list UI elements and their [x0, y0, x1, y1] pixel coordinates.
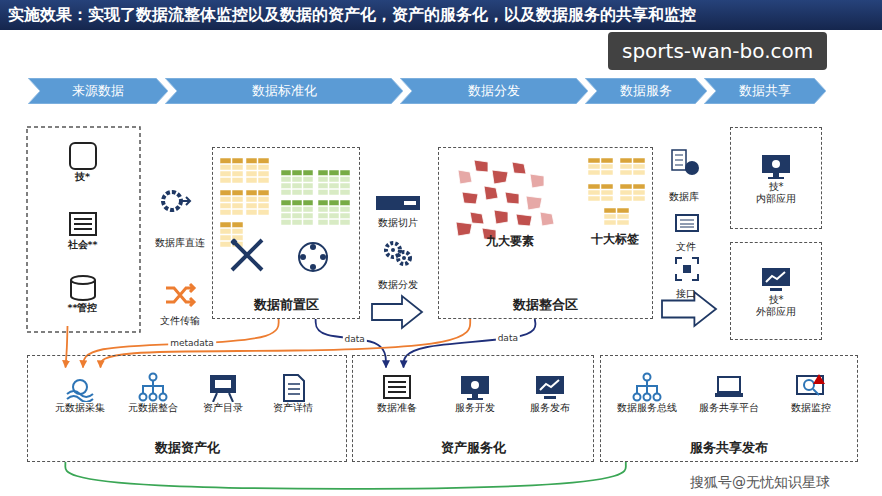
- stage-chevron: 数据共享: [704, 78, 826, 104]
- zone-heading: 资产服务化: [441, 440, 506, 456]
- zone-heading: 服务共享发布: [690, 440, 768, 456]
- stage-chevron: 来源数据: [28, 78, 168, 104]
- source-icon: **管控: [45, 268, 120, 326]
- flow-connector: [404, 319, 536, 368]
- icon: [760, 264, 792, 294]
- node-text: 技*: [769, 181, 784, 194]
- icon-label: 接口: [676, 287, 696, 301]
- app-box: 技*内部应用: [730, 127, 822, 229]
- node-text: 数据共享: [739, 83, 791, 99]
- watermark: sports-wan-bo.com: [608, 32, 827, 70]
- icon: [64, 372, 96, 402]
- node-text: 内部应用: [756, 193, 796, 206]
- zone-label: 十大标签: [580, 232, 650, 252]
- icon-label: 数据分发: [378, 278, 418, 292]
- node-text: 服务发布: [530, 402, 570, 415]
- icon: [277, 372, 309, 402]
- icon: [381, 372, 413, 402]
- icon: [459, 372, 491, 402]
- node-text: 资产详情: [273, 402, 313, 415]
- icon: [534, 372, 566, 402]
- icon-label: 文件: [676, 240, 696, 254]
- icon-label: 文件传输: [160, 314, 200, 328]
- icon-label: 数据库直连: [155, 236, 205, 250]
- node-text: 十大标签: [591, 232, 639, 247]
- node-text: 数据标准化: [252, 83, 317, 99]
- node-text: 服务开发: [455, 402, 495, 415]
- edge-label: data: [343, 334, 367, 344]
- icon: [760, 151, 792, 181]
- node-text: 数据服务: [620, 83, 672, 99]
- node-text: 九大要素: [486, 234, 534, 249]
- flow-connector: [316, 319, 386, 368]
- icon: [67, 209, 99, 239]
- function-icon: 元数据采集: [45, 368, 115, 428]
- source-icon: 技*: [45, 137, 120, 199]
- icon-label: 数据切片: [378, 216, 418, 230]
- function-icon: 数据准备: [362, 368, 432, 428]
- node-text: 服务共享平台: [699, 402, 759, 415]
- function-icon: 服务开发: [440, 368, 510, 428]
- function-icon: 服务发布: [515, 368, 585, 428]
- flow-connector: [65, 462, 626, 489]
- watermark: 搜狐号@无忧知识星球: [690, 474, 830, 492]
- source-icon: 社会**: [45, 205, 120, 265]
- icon: [67, 141, 99, 171]
- edge-label: metadata: [168, 338, 216, 348]
- title-bar: 实施效果：实现了数据流整体监控以及数据的资产化，资产的服务化，以及数据服务的共享…: [0, 0, 882, 30]
- node-text: 元数据采集: [55, 402, 105, 415]
- flow-connector: [83, 319, 279, 368]
- stage-chevron: 数据服务: [585, 78, 707, 104]
- zone-box: 数据资产化 元数据采集 元数据整合 资产目录 资产详情: [27, 355, 347, 462]
- icon-label: 数据库: [669, 190, 699, 204]
- icon: [67, 272, 99, 302]
- flow-connector: [66, 326, 68, 368]
- icon: [713, 372, 745, 402]
- zone-heading: 数据资产化: [155, 440, 220, 456]
- zone-box: 数据整合区 九大要素 十大标签: [438, 147, 653, 319]
- node-text: 资产目录: [203, 402, 243, 415]
- stage-chevron: 数据标准化: [165, 78, 403, 104]
- icon: [137, 372, 169, 402]
- node-text: 数据分发: [468, 83, 520, 99]
- function-icon: 元数据整合: [118, 368, 188, 428]
- icon: [795, 372, 827, 402]
- icon: [631, 372, 663, 402]
- zone-heading: 数据整合区: [513, 297, 578, 313]
- node-text: 技*: [75, 171, 90, 183]
- node-text: 来源数据: [72, 83, 124, 99]
- flow-connector: [101, 319, 471, 368]
- function-icon: 资产目录: [192, 368, 254, 428]
- node-text: 数据监控: [791, 402, 831, 415]
- zone-label: 九大要素: [470, 234, 550, 254]
- node-text: 元数据整合: [128, 402, 178, 415]
- title: 实施效果：实现了数据流整体监控以及数据的资产化，资产的服务化，以及数据服务的共享…: [8, 5, 696, 26]
- node-text: **管控: [68, 302, 98, 314]
- stage-chevron: 数据分发: [400, 78, 588, 104]
- icon: [207, 372, 239, 402]
- node-text: 数据服务总线: [617, 402, 677, 415]
- function-icon: 数据服务总线: [608, 368, 686, 428]
- app-box: 技*外部应用: [730, 242, 822, 340]
- function-icon: 服务共享平台: [690, 368, 768, 428]
- zone-box: 数据前置区: [212, 147, 360, 319]
- edge-label: data: [496, 333, 520, 343]
- zone-box: 服务共享发布 数据服务总线 服务共享平台 数据监控: [600, 355, 858, 462]
- zone-heading: 数据前置区: [254, 297, 319, 313]
- node-text: 社会**: [68, 239, 98, 251]
- function-icon: 资产详情: [258, 368, 328, 428]
- node-text: 数据准备: [377, 402, 417, 415]
- function-icon: 数据监控: [772, 368, 850, 428]
- node-text: 外部应用: [756, 306, 796, 319]
- zone-box: 资产服务化 数据准备 服务开发 服务发布: [352, 355, 594, 462]
- node-text: 技*: [769, 294, 784, 307]
